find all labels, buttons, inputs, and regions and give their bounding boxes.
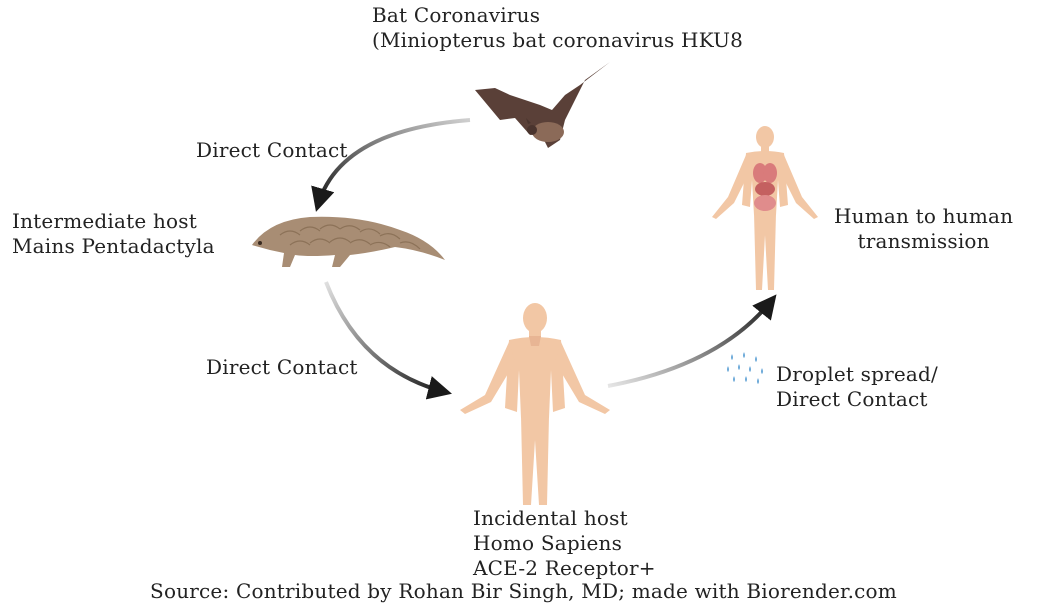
intermediate-host-label: Intermediate host Mains Pentadactyla (12, 209, 215, 259)
human-to-human-line2: transmission (834, 229, 1013, 254)
droplet-line2: Direct Contact (776, 387, 938, 412)
droplet-line1: Droplet spread/ (776, 362, 938, 387)
intermediate-host-line2: Mains Pentadactyla (12, 234, 215, 259)
origin-host-line2: (Miniopterus bat coronavirus HKU8 (372, 28, 743, 53)
edge-label-bat-to-pangolin: Direct Contact (196, 138, 348, 163)
edge-label-pangolin-to-human: Direct Contact (206, 355, 358, 380)
human-to-human-label: Human to human transmission (834, 204, 1013, 254)
pangolin-icon (240, 205, 450, 275)
source-caption: Source: Contributed by Rohan Bir Singh, … (0, 579, 1047, 604)
incidental-host-line1: Incidental host (473, 506, 656, 531)
intermediate-host-line1: Intermediate host (12, 209, 215, 234)
edge-label-human-to-human: Droplet spread/ Direct Contact (776, 362, 938, 412)
origin-host-label: Bat Coronavirus (Miniopterus bat coronav… (372, 0, 743, 53)
human-figure-icon (455, 300, 615, 510)
droplets-icon (724, 350, 770, 384)
incidental-host-label: Incidental host Homo Sapiens ACE-2 Recep… (473, 506, 656, 581)
incidental-host-line2: Homo Sapiens (473, 531, 656, 556)
bat-icon (470, 60, 620, 170)
origin-host-line1: Bat Coronavirus (372, 3, 743, 28)
human-to-human-line1: Human to human (834, 204, 1013, 229)
incidental-host-line3: ACE-2 Receptor+ (473, 556, 656, 581)
human-organs-figure-icon (710, 125, 820, 295)
